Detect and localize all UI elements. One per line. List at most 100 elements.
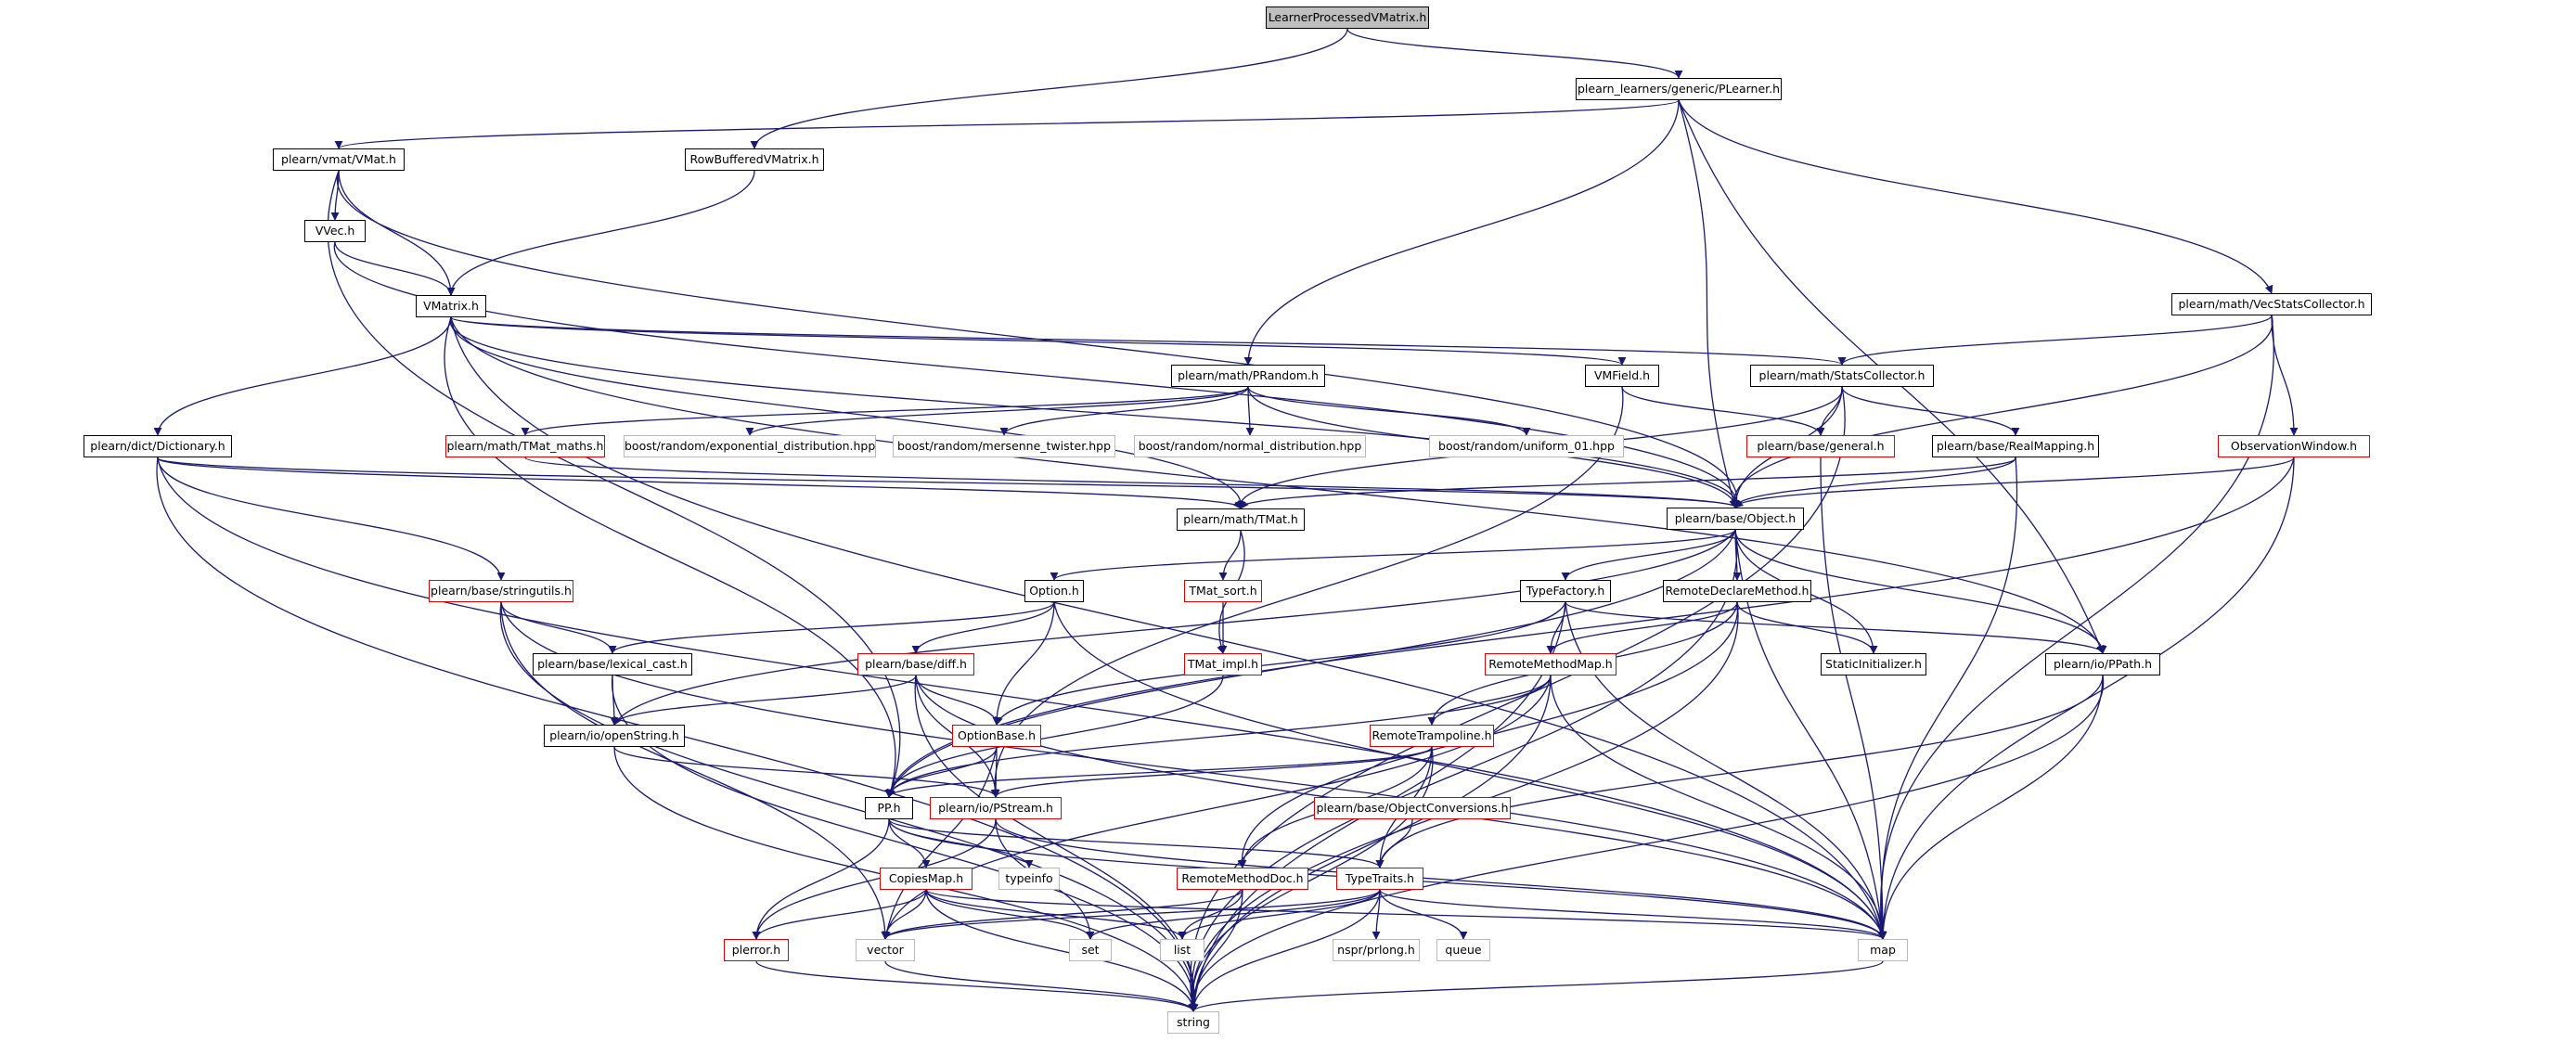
dependency-edges	[153, 28, 2299, 1012]
node-copiesmap-h[interactable]: CopiesMap.h	[880, 868, 972, 890]
node-vmatrix-h[interactable]: VMatrix.h	[416, 295, 486, 317]
edge-pstream-to-map	[995, 818, 1887, 940]
edge-option-to-map	[1053, 601, 1887, 940]
edge-pp-to-copiesmap	[888, 818, 931, 868]
edge-object-to-option	[1050, 529, 1736, 581]
node-learnerprocessedvmatrix-h[interactable]: LearnerProcessedVMatrix.h	[1266, 6, 1429, 29]
edge-rowbuf-to-vmatrix	[446, 170, 755, 296]
node-realmapping-h[interactable]: plearn/base/RealMapping.h	[1932, 435, 2099, 457]
edge-openstring-to-pstream	[613, 746, 1000, 798]
edge-remotemap-to-pp	[884, 675, 1552, 798]
node-queue[interactable]: queue	[1436, 939, 1490, 961]
edge-obswin-to-object	[1731, 457, 2295, 508]
node-tmat-maths-h[interactable]: plearn/math/TMat_maths.h	[445, 435, 605, 457]
edge-remotedoc-to-vector	[881, 889, 1243, 940]
edge-copiesmap-to-string	[925, 889, 1198, 1012]
edge-vmatrix-to-vmfield	[450, 316, 1627, 366]
edge-option-to-optionbase	[992, 601, 1055, 726]
node-tmat-sort-h[interactable]: TMat_sort.h	[1184, 580, 1262, 602]
edge-dictionary-to-tmat	[157, 457, 1249, 509]
edge-prandom-to-tmatmaths	[521, 386, 1249, 436]
node-option-h[interactable]: Option.h	[1024, 580, 1084, 602]
node-vmfield-h[interactable]: VMField.h	[1585, 365, 1659, 387]
node-tmat-h[interactable]: plearn/math/TMat.h	[1177, 508, 1305, 531]
edge-statscoll-to-string	[1188, 386, 1846, 1012]
node-pp-h[interactable]: PP.h	[865, 797, 913, 819]
node-remotedeclaremethod-h[interactable]: RemoteDeclareMethod.h	[1663, 580, 1811, 602]
node-exponential-distribution-hpp[interactable]: boost/random/exponential_distribution.hp…	[624, 435, 876, 457]
node-remotetrampoline-h[interactable]: RemoteTrampoline.h	[1370, 725, 1494, 747]
node-string[interactable]: string	[1167, 1011, 1219, 1034]
edge-vmfield-to-general	[1621, 386, 1825, 436]
node-uniform-01-hpp[interactable]: boost/random/uniform_01.hpp	[1429, 435, 1624, 457]
edge-typetraits-to-map	[1379, 889, 1887, 940]
edge-vmat-to-vmatrix	[338, 170, 456, 296]
edge-option-to-lexical	[608, 601, 1055, 654]
node-pstream-h[interactable]: plearn/io/PStream.h	[930, 797, 1062, 819]
node-objectconversions-h[interactable]: plearn/base/ObjectConversions.h	[1314, 797, 1511, 819]
edge-stringutils-to-lexical	[500, 601, 617, 654]
edge-stringutils-to-string	[499, 601, 1199, 1012]
node-remotemethodmap-h[interactable]: RemoteMethodMap.h	[1485, 653, 1616, 675]
node-general-h[interactable]: plearn/base/general.h	[1746, 435, 1895, 457]
edge-plearner-to-object	[1678, 99, 1738, 508]
node-object-h[interactable]: plearn/base/Object.h	[1667, 508, 1804, 530]
edge-typetraits-to-vector	[881, 889, 1381, 940]
edge-plearner-to-vmat	[334, 99, 1680, 149]
node-normal-distribution-hpp[interactable]: boost/random/normal_distribution.hpp	[1134, 435, 1366, 457]
node-statscollector-h[interactable]: plearn/math/StatsCollector.h	[1750, 365, 1934, 387]
edge-dictionary-to-map	[157, 457, 1887, 940]
node-map[interactable]: map	[1858, 939, 1908, 961]
node-ppath-h[interactable]: plearn/io/PPath.h	[2045, 653, 2160, 675]
edge-map-to-string	[1189, 960, 1884, 1012]
node-remotemethoddoc-h[interactable]: RemoteMethodDoc.h	[1177, 868, 1308, 890]
edge-prandom-to-normdist	[1245, 386, 1255, 436]
node-set[interactable]: set	[1069, 939, 1112, 961]
node-openstring-h[interactable]: plearn/io/openString.h	[544, 725, 685, 747]
edge-pp-to-typeinfo	[888, 818, 1034, 868]
node-mersenne-twister-hpp[interactable]: boost/random/mersenne_twister.hpp	[893, 435, 1115, 457]
edge-diff-to-openstring	[610, 675, 917, 726]
edge-object-to-openstring	[613, 529, 1736, 726]
node-vvec-h[interactable]: VVec.h	[304, 220, 366, 242]
edge-dictionary-to-stringutils	[157, 457, 506, 581]
edge-realmap-to-object	[1731, 457, 2016, 508]
node-diff-h[interactable]: plearn/base/diff.h	[857, 653, 974, 675]
edge-object-to-ppath	[1734, 529, 2107, 654]
edge-root-to-rowbuf	[750, 28, 1348, 149]
node-prandom-h[interactable]: plearn/math/PRandom.h	[1171, 365, 1325, 387]
edge-ppath-to-map	[1878, 675, 2104, 940]
edge-optionbase-to-vector	[882, 746, 998, 940]
edge-remotedecl-to-remotemap	[1546, 601, 1738, 654]
node-plerror-h[interactable]: plerror.h	[724, 939, 789, 961]
node-staticinitializer-h[interactable]: StaticInitializer.h	[1821, 653, 1926, 675]
node-stringutils-h[interactable]: plearn/base/stringutils.h	[429, 580, 573, 602]
node-typeinfo[interactable]: typeinfo	[998, 868, 1060, 890]
edge-vmfield-to-pstream	[990, 386, 1624, 798]
node-vecstatscollector-h[interactable]: plearn/math/VecStatsCollector.h	[2171, 293, 2372, 315]
node-plearner-h[interactable]: plearn_learners/generic/PLearner.h	[1576, 78, 1782, 100]
edge-remotetramp-to-pp	[884, 746, 1433, 798]
edge-pstream-to-perror	[752, 818, 997, 940]
node-lexical-cast-h[interactable]: plearn/base/lexical_cast.h	[533, 653, 692, 675]
edge-vvec-to-object	[334, 241, 1742, 508]
node-tmat-impl-h[interactable]: TMat_impl.h	[1184, 653, 1262, 675]
node-typetraits-h[interactable]: TypeTraits.h	[1336, 868, 1423, 890]
edge-objconv-to-typetraits	[1375, 818, 1413, 868]
edge-root-to-plearner	[1346, 28, 1683, 79]
edge-copiesmap-to-map	[925, 889, 1887, 940]
node-dictionary-h[interactable]: plearn/dict/Dictionary.h	[84, 435, 232, 457]
node-nspr-prlong-h[interactable]: nspr/prlong.h	[1333, 939, 1420, 961]
node-rowbufferedvmatrix-h[interactable]: RowBufferedVMatrix.h	[685, 148, 824, 171]
edge-plearner-to-prandom	[1243, 99, 1680, 366]
edge-copiesmap-to-set	[925, 889, 1095, 940]
edge-object-to-map	[1734, 529, 1887, 940]
edge-vecstats-to-object	[1729, 315, 2273, 508]
node-vmat-h[interactable]: plearn/vmat/VMat.h	[273, 148, 405, 171]
edge-plearner-to-vecstats	[1678, 99, 2273, 294]
node-typefactory-h[interactable]: TypeFactory.h	[1520, 580, 1611, 602]
node-vector[interactable]: vector	[856, 939, 915, 961]
node-observationwindow-h[interactable]: ObservationWindow.h	[2218, 435, 2370, 457]
node-optionbase-h[interactable]: OptionBase.h	[952, 725, 1041, 747]
node-list[interactable]: list	[1160, 939, 1204, 961]
